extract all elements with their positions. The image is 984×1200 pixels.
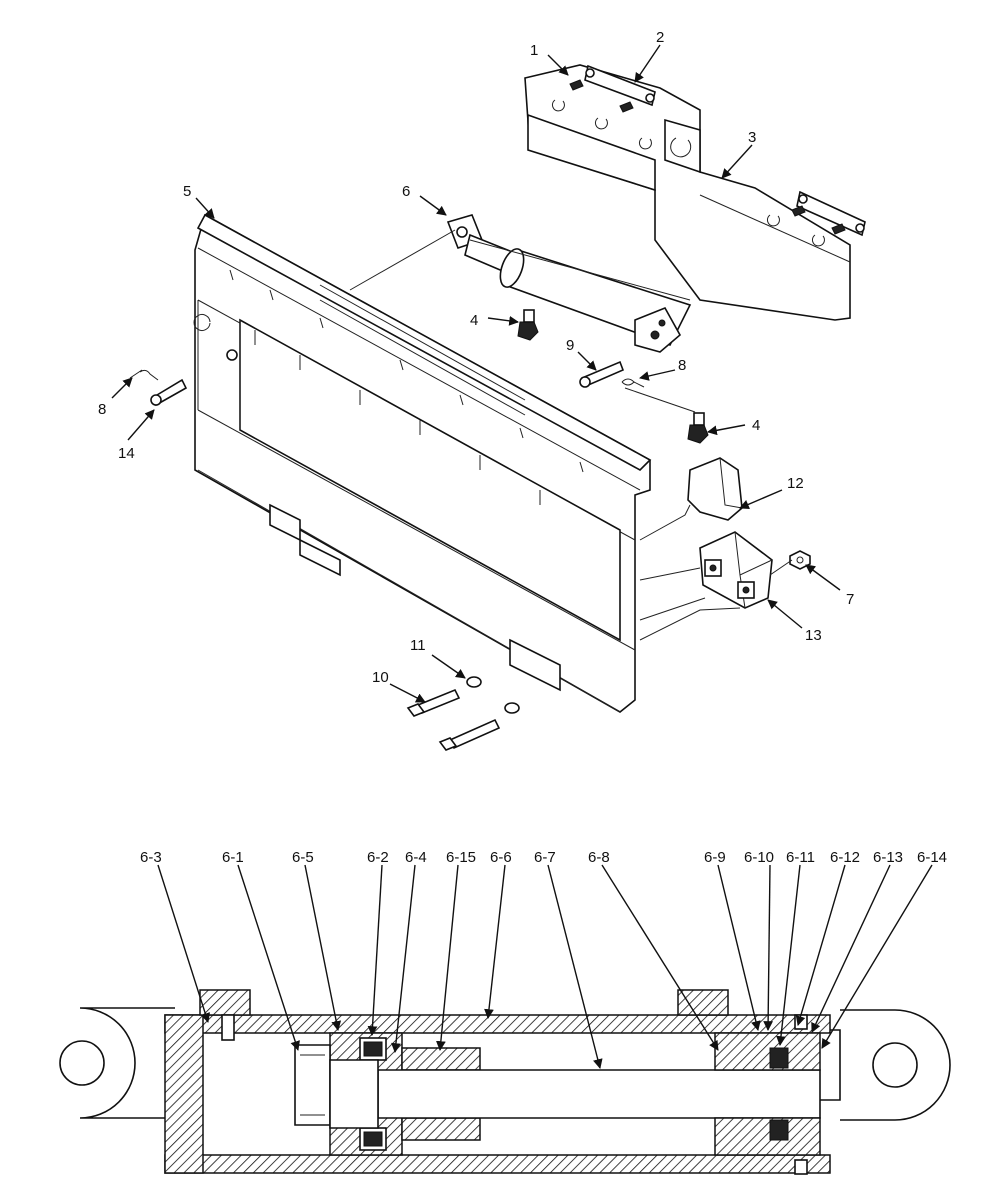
piston-rod — [377, 1069, 821, 1119]
callout-8-right: 8 — [678, 357, 686, 374]
callout-6-11: 6-11 — [786, 849, 815, 866]
callout-10: 10 — [372, 669, 389, 686]
cylinder-section-view: 6-3 6-1 6-5 6-2 6-4 6-15 6-6 6-7 6-8 6-9… — [59, 849, 951, 1175]
exploded-view: 1 2 3 4 5 6 4 9 8 8 14 12 7 13 11 10 — [98, 29, 866, 751]
callout-12: 12 — [787, 475, 804, 492]
stop-tube-top — [401, 1047, 481, 1071]
callout-6-5: 6-5 — [292, 849, 314, 866]
callout-6-9: 6-9 — [704, 849, 726, 866]
stop-tube-bottom — [401, 1117, 481, 1141]
callout-14: 14 — [118, 445, 135, 462]
barrel-wall-top — [164, 1014, 831, 1034]
callout-6-13: 6-13 — [873, 849, 903, 866]
rod-seal-bottom — [769, 1119, 789, 1141]
callout-6: 6 — [402, 183, 410, 200]
callout-3: 3 — [748, 129, 756, 146]
pins-and-clips — [129, 360, 645, 407]
gland-bottom — [714, 1117, 821, 1156]
lower-bolts — [406, 676, 520, 751]
callout-6-10: 6-10 — [744, 849, 774, 866]
exploded-callouts: 1 2 3 4 5 6 4 9 8 8 14 12 7 13 11 10 — [98, 29, 854, 686]
callout-6-4: 6-4 — [405, 849, 427, 866]
callout-4-lower: 4 — [752, 417, 760, 434]
callout-6-3: 6-3 — [140, 849, 162, 866]
callout-6-2: 6-2 — [367, 849, 389, 866]
callout-6-14: 6-14 — [917, 849, 947, 866]
callout-6-8: 6-8 — [588, 849, 610, 866]
callout-5: 5 — [183, 183, 191, 200]
wear-pad — [687, 457, 743, 521]
callout-2: 2 — [656, 29, 664, 46]
end-cap — [164, 1014, 204, 1174]
section-callouts: 6-3 6-1 6-5 6-2 6-4 6-15 6-6 6-7 6-8 6-9… — [140, 849, 947, 866]
cylinder-end-left — [59, 1007, 175, 1119]
clamp-strap-upper — [584, 64, 656, 107]
callout-13: 13 — [805, 627, 822, 644]
hanger-bracket — [524, 64, 851, 321]
callout-6-7: 6-7 — [534, 849, 556, 866]
port-right — [677, 989, 729, 1016]
port-left — [199, 989, 251, 1016]
callout-8-left: 8 — [98, 401, 106, 418]
rod-end-right — [817, 1009, 951, 1121]
callout-11: 11 — [410, 637, 426, 654]
callout-4-upper: 4 — [470, 312, 478, 329]
clamp-strap-lower — [796, 190, 866, 237]
exploded-leader-lines — [111, 44, 841, 703]
callout-7: 7 — [846, 591, 854, 608]
strap-bolts — [569, 79, 846, 235]
callout-6-15: 6-15 — [446, 849, 476, 866]
callout-6-6: 6-6 — [490, 849, 512, 866]
gland-top — [714, 1032, 821, 1071]
callout-9: 9 — [566, 337, 574, 354]
fittings — [517, 309, 709, 444]
rod-seal-top — [769, 1047, 789, 1069]
callout-6-1: 6-1 — [222, 849, 244, 866]
piston-nut — [294, 1044, 331, 1126]
section-leader-lines — [157, 864, 933, 1069]
barrel-wall-bottom — [164, 1154, 831, 1174]
carriage-frame — [193, 213, 652, 713]
hydraulic-cylinder — [446, 214, 692, 353]
callout-6-12: 6-12 — [830, 849, 860, 866]
callout-1: 1 — [530, 42, 538, 59]
nut — [789, 550, 811, 570]
mounting-block — [699, 531, 773, 609]
